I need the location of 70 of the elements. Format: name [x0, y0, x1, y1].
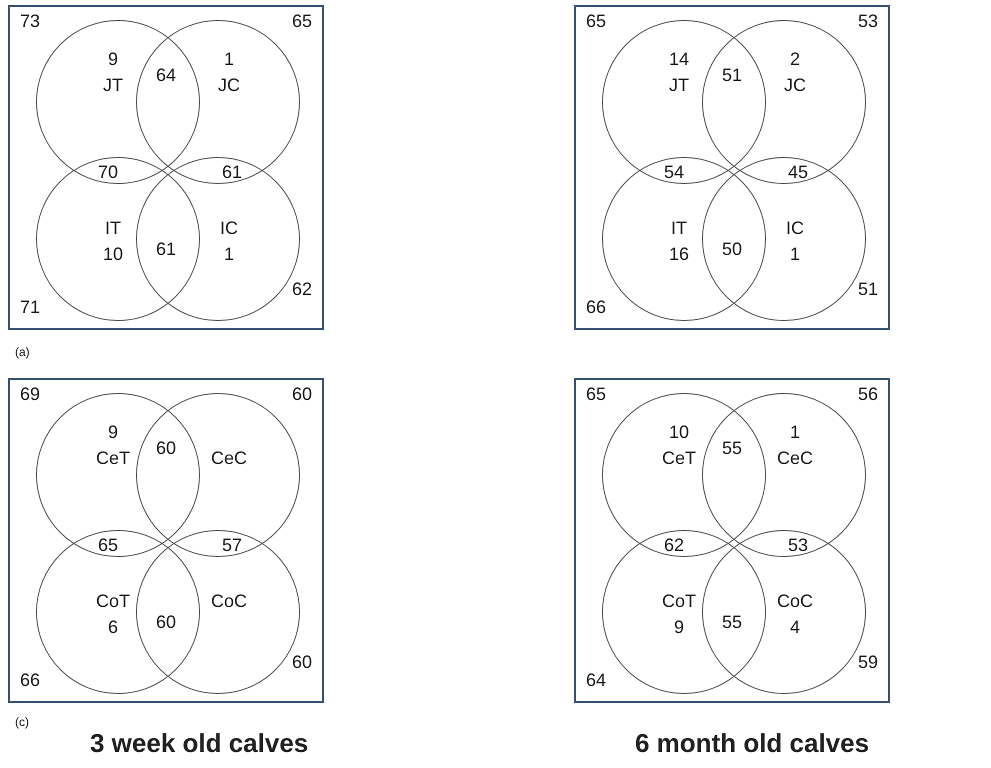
venn-count: 1 [224, 244, 234, 264]
set-label: CoT [662, 591, 696, 611]
panel-caption: 6 month old calves [635, 728, 870, 758]
overlap-count: 50 [722, 239, 742, 259]
venn-count: 1 [790, 422, 800, 442]
venn-panel [574, 5, 890, 330]
venn-count: 10 [102, 244, 124, 264]
set-label: JT [669, 75, 689, 95]
venn-panel [574, 378, 890, 703]
overlap-count: 62 [664, 535, 684, 555]
set-label: CoT [96, 591, 130, 611]
set-label: JC [218, 75, 240, 95]
overlap-count: 60 [156, 612, 176, 632]
overlap-count: 64 [156, 65, 176, 85]
total-count: 71 [20, 297, 40, 317]
set-label: IT [671, 218, 687, 238]
total-count: 59 [858, 652, 878, 672]
set-label: CoC [211, 591, 247, 611]
panel-caption: 3 week old calves [90, 728, 308, 758]
total-count: 64 [586, 670, 606, 690]
total-count: 66 [586, 297, 606, 317]
overlap-count: 70 [98, 162, 118, 182]
total-count: 60 [292, 652, 312, 672]
venn-count: 9 [108, 422, 118, 442]
venn-count: 9 [674, 617, 684, 637]
total-count: 51 [858, 279, 878, 299]
overlap-count: 54 [664, 162, 684, 182]
venn-count: 9 [108, 49, 118, 69]
venn-count: 4 [790, 617, 800, 637]
overlap-count: 53 [788, 535, 808, 555]
venn-count: 2 [790, 49, 800, 69]
venn-count: 1 [224, 49, 234, 69]
overlap-count: 57 [222, 535, 242, 555]
set-label: IC [220, 218, 238, 238]
set-label: JT [103, 75, 123, 95]
total-count: 69 [20, 384, 40, 404]
overlap-count: 55 [722, 612, 742, 632]
total-count: 60 [292, 384, 312, 404]
total-count: 65 [586, 11, 606, 31]
panel-letter: (c) [15, 714, 29, 731]
overlap-count: 61 [156, 239, 176, 259]
overlap-count: 61 [222, 162, 242, 182]
set-label: CoC [777, 591, 813, 611]
set-label: IT [105, 218, 121, 238]
venn-panel [8, 378, 324, 703]
total-count: 73 [20, 11, 40, 31]
set-label: CeC [211, 448, 247, 468]
set-label: CeT [96, 448, 130, 468]
overlap-count: 45 [788, 162, 808, 182]
total-count: 65 [292, 11, 312, 31]
venn-count: 10 [668, 422, 689, 442]
set-label: CeC [777, 448, 813, 468]
venn-count: 14 [668, 49, 690, 69]
venn-count: 1 [790, 244, 800, 264]
set-label: JC [784, 75, 806, 95]
set-label: CeT [662, 448, 696, 468]
venn-count: 16 [668, 244, 690, 264]
overlap-count: 65 [98, 535, 118, 555]
total-count: 65 [586, 384, 606, 404]
overlap-count: 60 [156, 438, 176, 458]
venn-panel [8, 5, 324, 330]
overlap-count: 51 [722, 65, 742, 85]
overlap-count: 55 [722, 438, 742, 458]
venn-count: 6 [108, 617, 118, 637]
total-count: 66 [20, 670, 40, 690]
panel-letter: (a) [15, 344, 30, 361]
total-count: 56 [858, 384, 878, 404]
total-count: 62 [292, 279, 312, 299]
set-label: IC [786, 218, 804, 238]
total-count: 53 [858, 11, 878, 31]
